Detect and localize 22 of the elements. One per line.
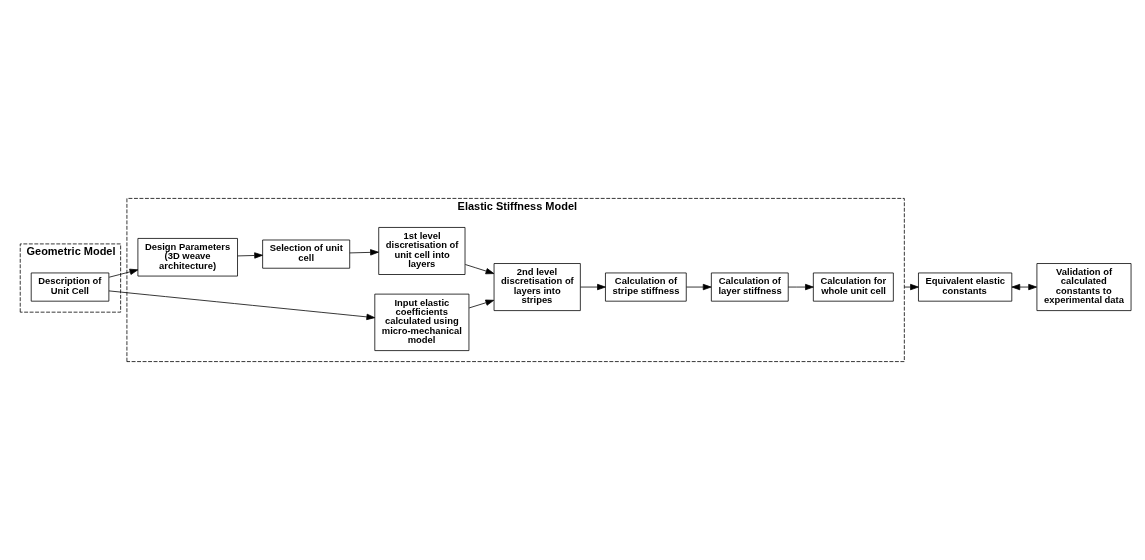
arrow: [787, 283, 814, 291]
arrow: [349, 249, 379, 256]
arrow: [237, 252, 263, 259]
arrow: [108, 290, 376, 320]
node-box: Validation of calculated constants to experimental data: [1036, 263, 1132, 311]
node-box: Calculation for whole unit cell: [812, 272, 894, 302]
node-box: Input elastic coefficients calculated using micro-mechanical model: [374, 293, 470, 351]
node-box: Description of Unit Cell: [30, 272, 110, 302]
node-box: 1st level discretisation of unit cell into layers: [378, 227, 466, 275]
node-box: Equivalent elastic constants: [918, 272, 1013, 302]
arrow: [686, 283, 712, 291]
node-box: Selection of unit cell: [262, 239, 351, 269]
arrow: [903, 283, 919, 291]
arrow: [580, 283, 606, 291]
node-box: Calculation of layer stiffness: [710, 272, 789, 302]
arrow: [468, 299, 495, 309]
node-box: Calculation of stripe stiffness: [605, 272, 687, 302]
node-box: 2nd level discretisation of layers into stripes: [493, 263, 581, 311]
arrow: [464, 264, 495, 275]
node-box: Design Parameters (3D weave architecture): [137, 238, 238, 277]
arrow: [1011, 283, 1037, 291]
arrow: [108, 268, 139, 278]
